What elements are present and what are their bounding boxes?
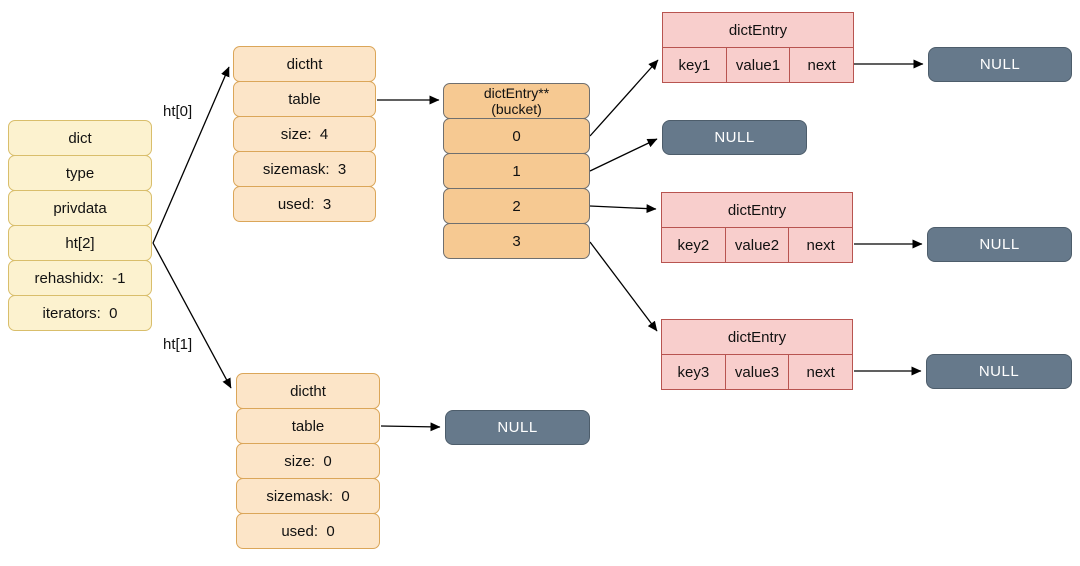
ht0-field-used: used: 3 bbox=[233, 186, 376, 222]
ht1-field-used: used: 0 bbox=[236, 513, 380, 549]
bucket-slot-1: 1 bbox=[443, 153, 590, 189]
arrow-ht2-to-ht1 bbox=[152, 242, 232, 389]
dict-entry-1: dictEntry key1 value1 next bbox=[662, 12, 854, 83]
dict-field-type: type bbox=[8, 155, 152, 191]
dictht-ht0-stack: dictht table size: 4 sizemask: 3 used: 3 bbox=[233, 46, 376, 222]
ht1-field-table: table bbox=[236, 408, 380, 444]
dictht-ht1-stack: dictht table size: 0 sizemask: 0 used: 0 bbox=[236, 373, 380, 549]
dict-entry-2-title: dictEntry bbox=[662, 193, 852, 228]
null-box-bucket1: NULL bbox=[662, 120, 807, 155]
null-box-ht1-table: NULL bbox=[445, 410, 590, 445]
bucket-header-line1: dictEntry** bbox=[483, 85, 550, 101]
bucket-array-stack: dictEntry** (bucket) 0 1 2 3 bbox=[443, 83, 590, 259]
arrow-bucket1-to-null bbox=[589, 138, 658, 172]
dict-entry-2-key: key2 bbox=[677, 236, 710, 254]
bucket-header-line2: (bucket) bbox=[491, 101, 542, 117]
dict-entry-3-key: key3 bbox=[677, 363, 710, 381]
ht0-field-sizemask: sizemask: 3 bbox=[233, 151, 376, 187]
dict-entry-2-value: value2 bbox=[724, 228, 789, 262]
null-box-key2-next: NULL bbox=[927, 227, 1072, 262]
bucket-header: dictEntry** (bucket) bbox=[443, 83, 590, 119]
dict-entry-1-cells: key1 value1 next bbox=[663, 48, 853, 82]
dict-field-rehashidx: rehashidx: -1 bbox=[8, 260, 152, 296]
ht0-field-size: size: 4 bbox=[233, 116, 376, 152]
dict-entry-3-cells: key3 value3 next bbox=[662, 355, 852, 389]
ht1-field-size: size: 0 bbox=[236, 443, 380, 479]
arrow-ht2-to-ht0 bbox=[152, 66, 230, 244]
ht0-field-name: dictht bbox=[233, 46, 376, 82]
null-box-key3-next: NULL bbox=[926, 354, 1072, 389]
dict-entry-1-title: dictEntry bbox=[663, 13, 853, 48]
null-box-key1-next: NULL bbox=[928, 47, 1072, 82]
arrow-table1-to-null bbox=[380, 422, 441, 432]
edge-label-ht1: ht[1] bbox=[163, 336, 193, 353]
dict-struct-stack: dict type privdata ht[2] rehashidx: -1 i… bbox=[8, 120, 152, 331]
dict-field-ht2: ht[2] bbox=[8, 225, 152, 261]
arrow-bucket0-to-entry1 bbox=[589, 59, 659, 137]
edge-label-ht0: ht[0] bbox=[163, 103, 193, 120]
dict-field-iterators: iterators: 0 bbox=[8, 295, 152, 331]
ht0-field-table: table bbox=[233, 81, 376, 117]
bucket-slot-0: 0 bbox=[443, 118, 590, 154]
dict-entry-3-title: dictEntry bbox=[662, 320, 852, 355]
ht1-field-sizemask: sizemask: 0 bbox=[236, 478, 380, 514]
bucket-slot-3: 3 bbox=[443, 223, 590, 259]
dict-entry-3-value: value3 bbox=[724, 355, 789, 389]
dict-entry-2: dictEntry key2 value2 next bbox=[661, 192, 853, 263]
bucket-slot-2: 2 bbox=[443, 188, 590, 224]
dict-field-privdata: privdata bbox=[8, 190, 152, 226]
dict-entry-2-next: next bbox=[788, 228, 852, 262]
dict-entry-1-value: value1 bbox=[725, 48, 790, 82]
dict-entry-1-next: next bbox=[789, 48, 853, 82]
dict-entry-2-cells: key2 value2 next bbox=[662, 228, 852, 262]
dict-entry-3-next: next bbox=[788, 355, 852, 389]
ht1-field-name: dictht bbox=[236, 373, 380, 409]
dict-entry-3: dictEntry key3 value3 next bbox=[661, 319, 853, 390]
dict-entry-1-key: key1 bbox=[678, 56, 711, 74]
arrow-bucket2-to-entry2 bbox=[589, 204, 657, 214]
dict-field-name: dict bbox=[8, 120, 152, 156]
arrow-bucket3-to-entry3 bbox=[589, 241, 658, 332]
